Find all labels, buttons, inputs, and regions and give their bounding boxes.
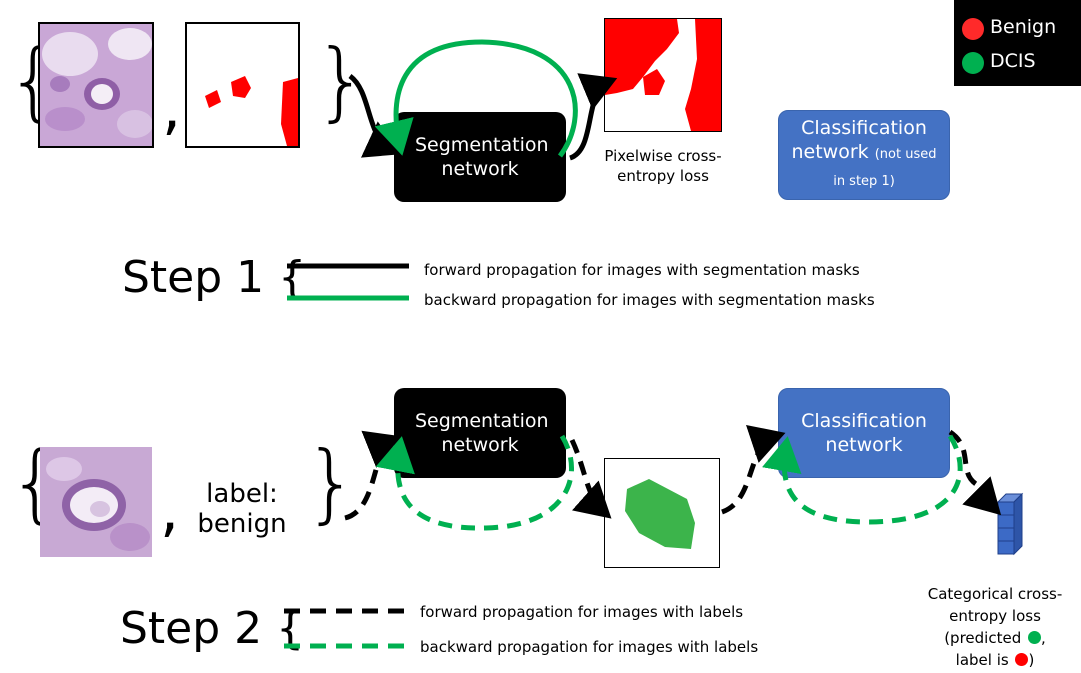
- step1-backward-legend: backward propagation for images with seg…: [424, 291, 875, 309]
- prediction-mask-icon: [625, 479, 695, 549]
- step2-label-line1: label:: [206, 479, 278, 509]
- legend-benign-label: Benign: [990, 16, 1057, 38]
- step2-label-text: label: benign: [192, 479, 292, 539]
- step2-classification-network: Classification network: [778, 388, 950, 478]
- step2-prediction-image: [604, 458, 720, 568]
- step1-segmentation-label: Segmentation network: [415, 134, 549, 180]
- step2-loss-line1: Categorical cross-: [927, 585, 1063, 603]
- step2-loss-line3-row: (predicted ,: [944, 629, 1046, 647]
- step1-classification-label: Classification network: [791, 117, 927, 163]
- histology-image-icon: [40, 447, 152, 557]
- step1-prediction-image: [604, 18, 722, 132]
- mask-image-icon: [205, 76, 298, 146]
- step2-label-line2: benign: [197, 509, 287, 539]
- step2-segmentation-label: Segmentation network: [415, 410, 549, 456]
- step2-classification-label: Classification network: [801, 410, 927, 456]
- histology-image-icon: [40, 24, 152, 146]
- dcis-dot-icon: [962, 52, 984, 74]
- step1-mask-image: [185, 22, 300, 148]
- step1-segmentation-network: Segmentation network: [394, 112, 566, 202]
- dcis-dot-icon: [1028, 631, 1041, 644]
- step2-loss-line3: (predicted: [944, 629, 1022, 647]
- step2-loss-caption: Categorical cross- entropy loss (predict…: [912, 583, 1078, 671]
- step2-loss-line4-row: label is ): [912, 649, 1078, 671]
- step2-segmentation-network: Segmentation network: [394, 388, 566, 478]
- step2-backward-legend: backward propagation for images with lab…: [420, 638, 759, 656]
- step1-forward-legend: forward propagation for images with segm…: [424, 261, 860, 279]
- step1-classification-note: (not used in step 1): [833, 147, 937, 189]
- step1-loss-label: Pixelwise cross-entropy loss: [604, 147, 722, 185]
- step1-close-brace: }: [314, 31, 369, 131]
- benign-dot-icon: [1015, 653, 1029, 666]
- step2-loss-close: ): [1028, 651, 1035, 669]
- prediction-mask-icon: [605, 19, 721, 131]
- step1-comma: ,: [162, 73, 182, 143]
- step2-forward-arrow-2: [569, 438, 612, 519]
- step2-forward-arrow-3: [720, 424, 786, 515]
- step2-loss-line4: label is: [955, 651, 1009, 669]
- step1-classification-network: Classification network (not used in step…: [778, 110, 950, 200]
- benign-dot-icon: [962, 18, 984, 40]
- output-vector-icon: [996, 492, 1024, 556]
- step1-histology-image: [38, 22, 154, 148]
- legend: Benign DCIS: [954, 0, 1081, 86]
- step2-histology-image: [40, 447, 152, 557]
- step2-label: Step 2 {: [120, 603, 305, 654]
- step1-forward-arrow-out: [568, 73, 618, 161]
- step2-loss-line2: entropy loss: [949, 607, 1041, 625]
- step2-forward-arrow-4: [948, 429, 1002, 516]
- legend-dcis-label: DCIS: [990, 50, 1036, 72]
- step2-close-brace: }: [304, 433, 359, 533]
- step1-label: Step 1 {: [122, 252, 307, 303]
- step2-forward-legend: forward propagation for images with labe…: [420, 603, 744, 621]
- step2-comma: ,: [160, 475, 180, 545]
